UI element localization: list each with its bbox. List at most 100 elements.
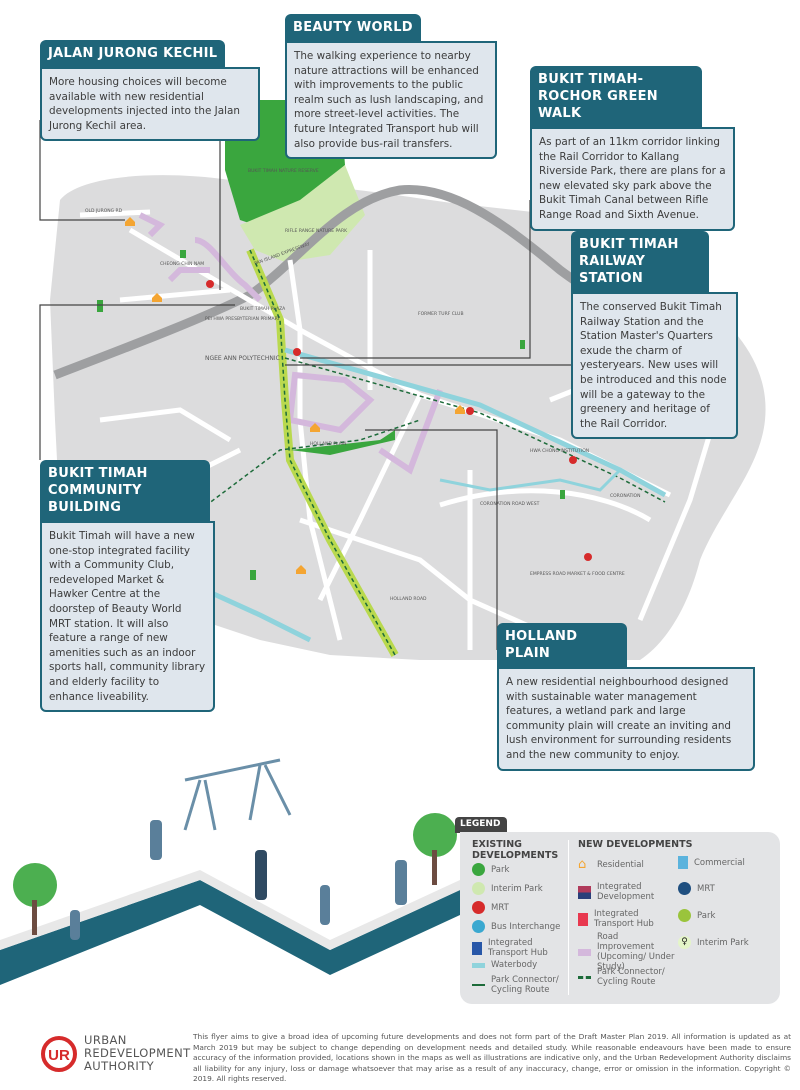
legend-item: ⌂ Residential <box>578 858 644 871</box>
legend-label: Park <box>697 910 716 921</box>
integrated-development-icon <box>578 885 591 899</box>
legend-label: Residential <box>597 859 644 870</box>
residential-icons <box>125 217 465 574</box>
callout-body: The conserved Bukit Timah Railway Statio… <box>571 292 738 440</box>
new-mrt-icon <box>678 882 691 895</box>
callout-body: The walking experience to nearby nature … <box>285 41 497 160</box>
callout-community-building: BUKIT TIMAH COMMUNITY BUILDING Bukit Tim… <box>40 460 215 713</box>
map-label: PEI HWA PRESBYTERIAN PRIMARY <box>205 316 280 322</box>
ura-logo-mark: UR <box>41 1035 77 1072</box>
logo-line: AUTHORITY <box>84 1059 155 1073</box>
legend-label: Waterbody <box>491 960 538 970</box>
community-illustration <box>0 758 460 985</box>
commercial-icon <box>678 856 688 869</box>
map-label: OLD JURONG RD <box>85 208 123 214</box>
canal <box>284 347 667 498</box>
callout-body: A new residential neighbourhood designed… <box>497 667 755 771</box>
new-park-icon <box>678 909 691 922</box>
callout-title: JALAN JURONG KECHIL <box>40 40 226 67</box>
legend-item: Commercial <box>678 856 745 869</box>
callout-green-walk: BUKIT TIMAH-ROCHOR GREEN WALK As part of… <box>530 66 735 231</box>
legend: EXISTING DEVELOPMENTS NEW DEVELOPMENTS P… <box>460 832 780 1004</box>
park-connector-canal <box>284 357 666 503</box>
callout-railway-station: BUKIT TIMAH RAILWAY STATION The conserve… <box>571 231 738 440</box>
new-transport-hub-icon <box>578 912 588 926</box>
map-label: FORMER TURF CLUB <box>418 311 464 317</box>
legend-item: MRT <box>678 882 715 895</box>
svg-text:UR: UR <box>48 1047 70 1064</box>
mrt-icons <box>206 280 592 561</box>
legend-item: Bus Interchange <box>472 920 560 933</box>
map-label: BUKIT TIMAH NATURE RESERVE <box>248 168 319 174</box>
map-label: NGEE ANN POLYTECHNIC <box>205 355 280 362</box>
tree <box>13 863 57 907</box>
rifle-range-park <box>240 165 365 262</box>
legend-label: Commercial <box>694 857 745 868</box>
legend-item: Waterbody <box>472 960 537 970</box>
callout-body: More housing choices will become availab… <box>40 67 260 142</box>
legend-label: MRT <box>697 883 715 894</box>
legend-label: Integrated Development <box>597 882 655 902</box>
mrt-icon <box>472 901 485 914</box>
park-icon <box>472 863 485 876</box>
logo-line: REDEVELOPMENT <box>84 1046 191 1060</box>
legend-item: Interim Park <box>472 882 543 895</box>
callout-body: Bukit Timah will have a new one-stop int… <box>40 521 215 713</box>
walkway-top <box>0 870 460 950</box>
callout-title: BUKIT TIMAH RAILWAY STATION <box>571 231 709 292</box>
legend-item: ♀ Interim Park <box>678 936 749 949</box>
legend-label: Bus Interchange <box>491 921 561 932</box>
walkway <box>0 880 460 985</box>
legend-item: MRT <box>472 901 509 914</box>
legend-existing-title: EXISTING DEVELOPMENTS <box>472 839 559 861</box>
map-label: BUKIT TIMAH PLAZA <box>240 306 286 312</box>
map-label: CORONATION ROAD WEST <box>480 501 540 507</box>
callout-title: BUKIT TIMAH-ROCHOR GREEN WALK <box>530 66 702 127</box>
map-label: HOLLAND PLAIN <box>310 441 346 447</box>
waterbody-icon <box>472 962 485 968</box>
callout-title: BEAUTY WORLD <box>285 14 421 41</box>
map-label: CORONATION <box>610 493 640 499</box>
legend-item: Road Improvement (Upcoming/ Under Study) <box>578 932 678 972</box>
callout-holland-plain: HOLLAND PLAIN A new residential neighbou… <box>497 623 755 771</box>
map-label: CHEONG CHIN NAM <box>160 261 204 267</box>
legend-item: Park <box>472 863 509 876</box>
legend-divider <box>568 840 569 995</box>
road-improvement-icon <box>578 948 591 956</box>
callout-title: BUKIT TIMAH COMMUNITY BUILDING <box>40 460 210 521</box>
bus-interchange-icon <box>472 920 485 933</box>
disclaimer: This flyer aims to give a broad idea of … <box>193 1032 791 1084</box>
legend-label: Park Connector/ Cycling Route <box>491 975 559 995</box>
legend-label: Interim Park <box>491 883 543 894</box>
holland-plain-park <box>290 430 395 455</box>
legend-label: Road Improvement (Upcoming/ Under Study) <box>597 932 675 972</box>
logo-line: URBAN <box>84 1033 127 1047</box>
legend-label: Park <box>491 864 510 875</box>
park-connector-rail <box>249 249 396 656</box>
waterbody-south <box>203 587 312 643</box>
people <box>70 820 407 940</box>
new-park-connector-icon <box>578 975 591 979</box>
map-label: HOLLAND ROAD <box>390 596 427 602</box>
interim-park-icon <box>472 882 485 895</box>
residential-icon: ⌂ <box>578 857 587 872</box>
new-interim-park-icon: ♀ <box>678 936 691 949</box>
map-label: EMPRESS ROAD MARKET & FOOD CENTRE <box>530 571 625 577</box>
callout-jalan-jurong-kechil: JALAN JURONG KECHIL More housing choices… <box>40 40 260 142</box>
callout-title: HOLLAND PLAIN <box>497 623 627 667</box>
legend-item: Integrated Development <box>578 882 668 902</box>
waterbody-coronation <box>439 468 622 492</box>
legend-item: Park Connector/ Cycling Route <box>472 975 567 995</box>
legend-label: Interim Park <box>697 937 749 948</box>
tree <box>413 813 457 857</box>
callout-leader-lines <box>39 120 571 650</box>
callout-body: As part of an 11km corridor linking the … <box>530 127 735 231</box>
legend-item: Park Connector/ Cycling Route <box>578 967 673 987</box>
transport-hub-icon <box>472 941 482 955</box>
legend-label: Integrated Transport Hub <box>488 938 548 958</box>
legend-item: Park <box>678 909 715 922</box>
legend-label: Park Connector/ Cycling Route <box>597 967 665 987</box>
park-connector-icon <box>472 984 485 986</box>
legend-item: Integrated Transport Hub <box>578 909 668 929</box>
